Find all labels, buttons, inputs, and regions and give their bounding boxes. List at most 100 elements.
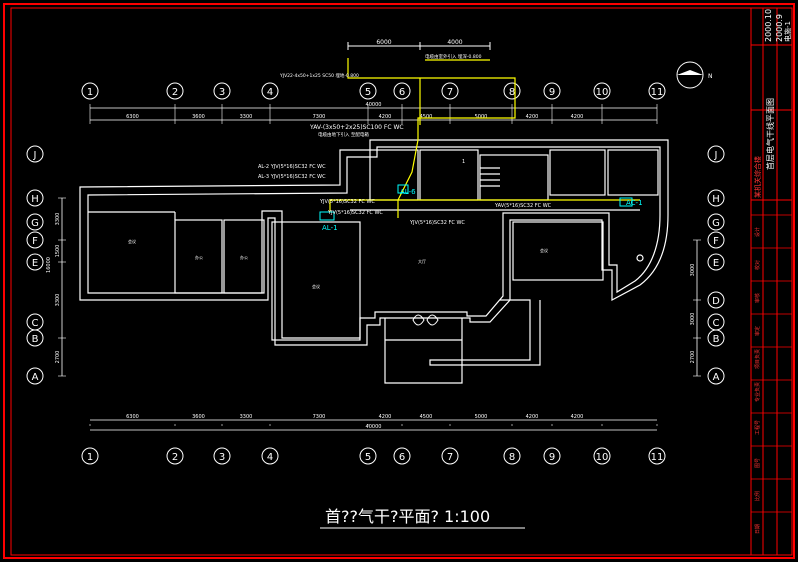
axis-right-bubble (707, 291, 725, 309)
axis-top-bubble (648, 82, 666, 100)
dim-top-segment: 6300 (126, 114, 139, 120)
drawing-title: 首??气干?平面? 1:100 (325, 507, 490, 526)
axis-bottom-bubble (543, 447, 561, 465)
axis-top-label: 2 (172, 87, 178, 98)
axis-bottom-bubble (648, 447, 666, 465)
axis-top-bubble (441, 82, 459, 100)
axis-right-label: A (713, 372, 720, 383)
axis-bottom-label: 1 (87, 452, 93, 463)
axis-top-bubble (593, 82, 611, 100)
room-label-6: 会议 (540, 247, 548, 253)
entry-note-2: 电缆由室外引入 埋深-0.800 (425, 53, 482, 60)
panel-ac1-icon (619, 197, 633, 207)
axis-bottom-label: 2 (172, 452, 178, 463)
axis-bottom-bubble (393, 447, 411, 465)
panel-boxes (319, 184, 633, 221)
axis-top-bubble (503, 82, 521, 100)
axis-bottom-label: 10 (596, 452, 609, 463)
room-label-2: 办公 (195, 254, 203, 260)
axis-right-bubble (707, 367, 725, 385)
axis-top-label: 1 (87, 87, 93, 98)
axis-left-bubble (26, 329, 44, 347)
room-label-1: 会议 (128, 238, 136, 244)
dim-bottom-segment: 3600 (192, 414, 205, 420)
axis-left-bubble (26, 367, 44, 385)
tb-row-label: 审核 (754, 293, 761, 303)
entry-note: YJV22-4x50+1x25 SC50 埋地-0.800 (279, 72, 359, 79)
axis-top-bubble (261, 82, 279, 100)
axis-top-label: 9 (549, 87, 555, 98)
panel-al1-label: AL-1 (322, 224, 338, 232)
tb-row-label: 图号 (755, 458, 761, 468)
dim-left-segment: 3300 (55, 213, 61, 226)
feeder-ac1-label: YAV(5*16)SC32 FC WC (494, 203, 552, 209)
axis-bottom-label: 4 (267, 452, 273, 463)
axis-left-label: A (32, 372, 39, 383)
dim-bottom-segment: 4200 (526, 414, 539, 420)
room-label-4: 会议 (312, 283, 320, 289)
axis-top-bubble (359, 82, 377, 100)
axis-top-label: 10 (596, 87, 609, 98)
axis-right-bubble (707, 231, 725, 249)
axis-bottom-label: 8 (509, 452, 515, 463)
axis-right-label: D (712, 296, 720, 307)
north-arrow-icon: N (676, 61, 713, 89)
axis-bottom-label: 11 (651, 452, 664, 463)
axis-left-bubble (26, 253, 44, 271)
axis-right-bubble (707, 329, 725, 347)
axis-top-bubble (166, 82, 184, 100)
axis-bottom-label: 3 (219, 452, 225, 463)
axis-bottom-bubble (503, 447, 521, 465)
dim-bottom-segment: 4500 (420, 414, 433, 420)
dim-top-segment: 5000 (475, 114, 488, 120)
dim-bottom-segment: 7300 (313, 414, 326, 420)
room-label-7: 1 (462, 159, 465, 165)
axis-bottom-label: 5 (365, 452, 371, 463)
dim-bottom-segment: 3300 (240, 414, 253, 420)
axis-left-bubble (26, 145, 44, 163)
axis-right-label: E (713, 258, 719, 269)
axis-right-label: J (714, 150, 718, 161)
tb-drawing-name: 首层电气干线平面图 (765, 98, 775, 170)
room-label-5: 大厅 (418, 258, 426, 264)
tb-row-label: 项目负责 (754, 349, 761, 369)
feeder-down-label: YJV(5*16)SC32 FC WC (409, 220, 465, 226)
axis-top-label: 11 (651, 87, 664, 98)
dim-top-segment: 4200 (526, 114, 539, 120)
dim-left-segment: 3300 (55, 294, 61, 307)
dim-bottom-segment: 6300 (126, 414, 139, 420)
dim-left-segment: 2700 (55, 351, 61, 364)
feeder-wiring (329, 58, 640, 218)
dim-top-segment: 3300 (240, 114, 253, 120)
axis-top-label: 6 (399, 87, 405, 98)
axis-bottom-bubble (593, 447, 611, 465)
axis-top-label: 4 (267, 87, 273, 98)
svg-text:N: N (708, 73, 713, 80)
axis-top-label: 3 (219, 87, 225, 98)
axis-right-bubble (707, 189, 725, 207)
axis-top-bubble (393, 82, 411, 100)
axis-bottom-label: 6 (399, 452, 405, 463)
axis-bottom-label: 9 (549, 452, 555, 463)
tb-row-label: 审定 (754, 326, 761, 336)
panel-al1-icon (319, 211, 335, 221)
axis-left-bubble (26, 231, 44, 249)
axis-top-label: 8 (509, 87, 515, 98)
axis-right-label: C (713, 318, 720, 329)
panel-al6-icon (397, 184, 409, 194)
axis-right-bubble (707, 253, 725, 271)
axis-left-label: E (32, 258, 38, 269)
tb-project: 某机关综合楼 (753, 156, 762, 198)
panel-ac1-label: AC-1 (626, 199, 643, 207)
axis-right-label: F (713, 236, 719, 247)
dim-top-segment: 7300 (313, 114, 326, 120)
dim-left-segment: 1500 (55, 245, 61, 258)
axis-bottom-bubble (213, 447, 231, 465)
